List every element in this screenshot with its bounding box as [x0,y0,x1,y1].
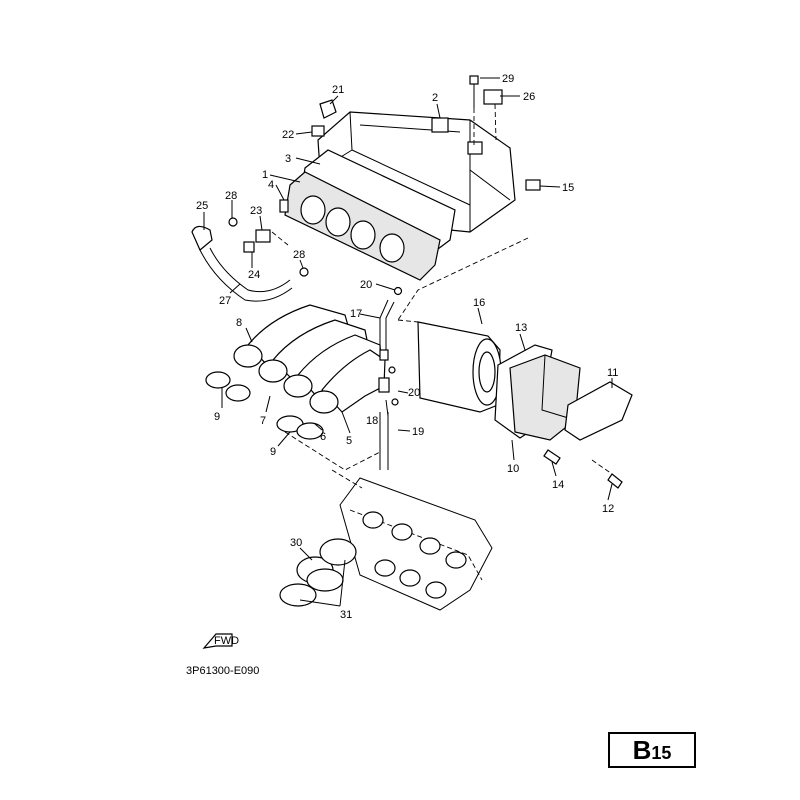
callout-12: 12 [602,503,614,515]
page-badge-number: 15 [651,743,672,763]
callout-14: 14 [552,479,564,491]
assembly-line-housing [397,237,529,321]
nut-15 [525,179,541,191]
callout-17: 17 [350,308,362,320]
callout-1: 1 [262,169,268,181]
callout-15: 15 [562,182,574,194]
fwd-label: FWD [214,635,239,647]
union-18 [378,377,390,393]
hose-27 [199,249,293,302]
callout-27: 27 [219,295,231,307]
callout-24: 24 [248,269,260,281]
air-filter-cover [509,354,581,441]
callout-7: 7 [260,415,266,427]
callout-13: 13 [515,322,527,334]
callout-16: 16 [473,297,485,309]
clamp-22 [311,125,325,137]
hose-25 [191,225,213,251]
callout-29: 29 [502,73,514,85]
clamp-9a [205,371,231,389]
callout-20a: 20 [360,279,372,291]
clip-28a [228,217,238,227]
page-badge: B 15 [608,732,696,768]
clamp-31a [279,583,317,607]
clip-28b [299,267,309,277]
assembly-line-screw-12 [591,459,613,475]
carb-joint-30b [319,538,357,566]
callout-2: 2 [432,92,438,104]
callout-30: 30 [290,537,302,549]
callout-18: 18 [366,415,378,427]
clamp-9d [296,422,324,440]
plug-21 [319,99,337,119]
clip-20c [391,398,399,406]
callout-11: 11 [607,367,618,379]
callout-9b: 9 [270,446,276,458]
callout-26: 26 [523,91,535,103]
clip-26 [483,89,503,105]
callout-31: 31 [340,609,352,621]
callout-9a: 9 [214,411,220,423]
air-filter-element [417,321,502,413]
callout-10: 10 [507,463,519,475]
callout-5: 5 [346,435,352,447]
intake-funnels [233,304,386,414]
figure-code: 3P61300-E090 [186,665,260,677]
callout-20b: 20 [408,387,420,399]
screw-12 [607,473,623,489]
callout-25: 25 [196,200,208,212]
joint-23 [255,229,271,243]
assembly-line-case [271,231,289,246]
screw-14 [543,449,561,465]
callout-4: 4 [268,179,274,191]
assembly-line-element [397,319,419,323]
assembly-line-head [331,469,363,489]
callout-22: 22 [282,129,294,141]
callout-21: 21 [332,84,344,96]
screw-29 [469,75,479,85]
clip-20b [388,366,396,374]
callout-labels: 29 26 2 21 22 3 1 4 15 28 25 23 24 28 27… [196,73,618,621]
clip-20a [393,286,403,296]
page-badge-letter: B [632,735,652,765]
cylinder-head [339,477,493,611]
hose-17 [379,299,389,350]
callout-8: 8 [236,317,242,329]
callout-23: 23 [250,205,262,217]
callout-28b: 28 [293,249,305,261]
clamp-9b [225,384,251,402]
hose-19 [379,412,389,470]
clamp-31b [306,568,344,592]
joint-plate [284,171,441,281]
fwd-arrow-icon: FWD [202,633,239,649]
callout-3: 3 [285,153,291,165]
callout-6: 6 [320,431,326,443]
assembly-line-intake [284,431,381,471]
callout-28a: 28 [225,190,237,202]
leader-lines [203,77,613,607]
clip-24 [243,241,255,253]
cover-cap [564,381,633,441]
assembly-line-clip [494,103,497,141]
callout-19: 19 [412,426,424,438]
bolt-4 [279,199,289,213]
